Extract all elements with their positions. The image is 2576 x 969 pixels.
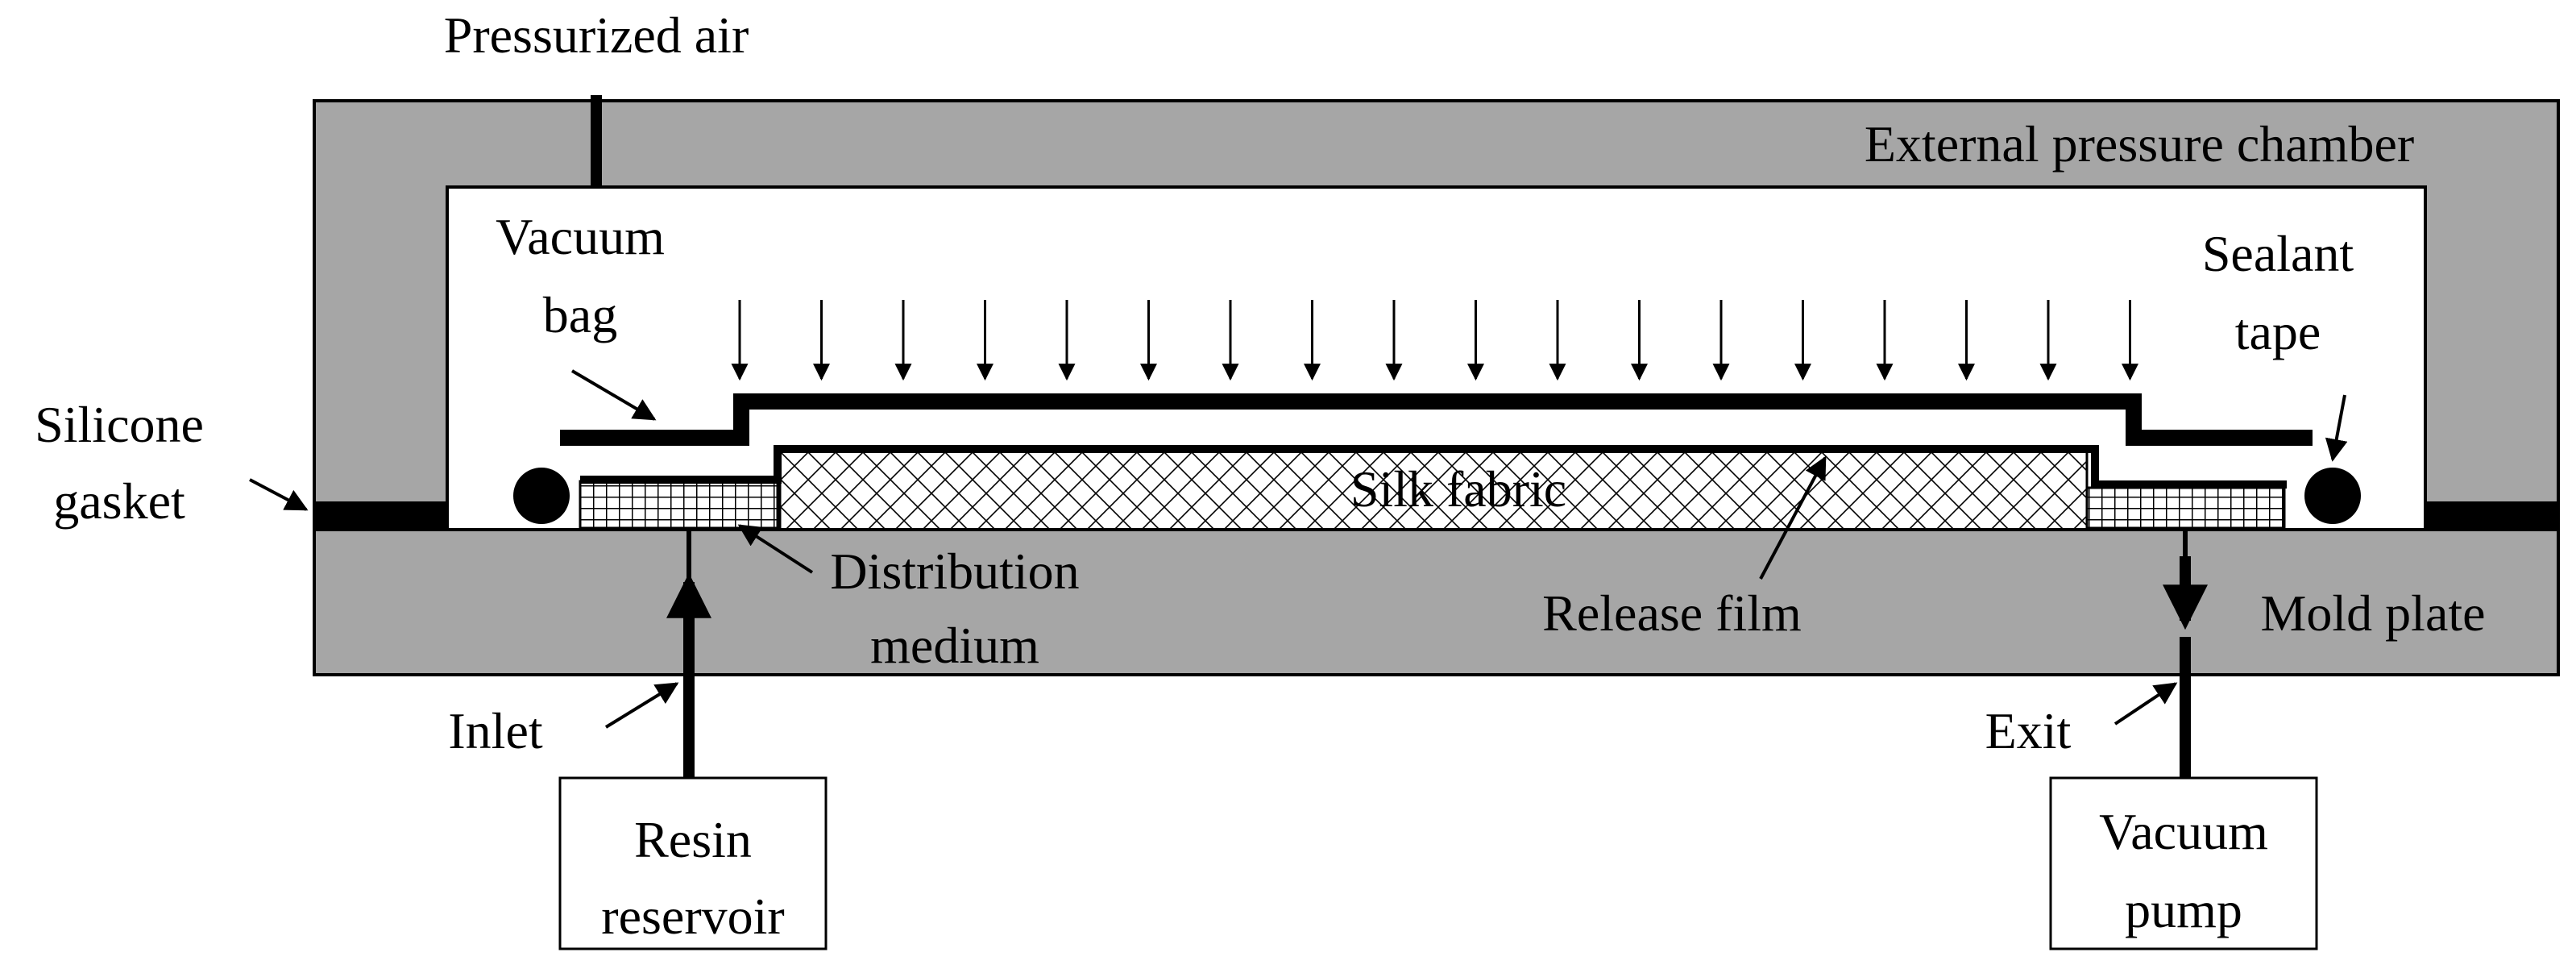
sealant-tape-right bbox=[2304, 468, 2361, 524]
label-inlet: Inlet bbox=[448, 702, 543, 759]
label-resin-reservoir-line1: Resin bbox=[634, 811, 752, 868]
label-distribution-medium-line2: medium bbox=[870, 617, 1039, 674]
label-silk-fabric: Silk fabric bbox=[1350, 460, 1566, 518]
distribution-medium-leader bbox=[737, 524, 814, 574]
label-vacuum-pump-line2: pump bbox=[2125, 881, 2242, 938]
release-film-leader bbox=[1759, 455, 1827, 580]
label-resin-reservoir-line2: reservoir bbox=[601, 888, 784, 945]
label-sealant-tape-line2: tape bbox=[2235, 303, 2321, 360]
distribution-medium-left bbox=[579, 480, 779, 530]
silicone-gasket-leader bbox=[249, 478, 309, 511]
label-mold-plate: Mold plate bbox=[2260, 584, 2485, 642]
silicone-gasket-left bbox=[314, 501, 447, 530]
exit-leader bbox=[2113, 682, 2178, 726]
sealant-tape-left bbox=[513, 468, 570, 524]
sealant-tape-leader bbox=[2325, 394, 2348, 462]
silicone-gasket-right bbox=[2425, 501, 2558, 530]
inlet-leader bbox=[604, 682, 679, 729]
mold-plate bbox=[313, 528, 2560, 676]
vacuum-pump-box bbox=[2049, 776, 2318, 950]
label-sealant-tape-line1: Sealant bbox=[2202, 225, 2354, 282]
vacuum-bag-leader bbox=[570, 369, 657, 421]
label-pressurized-air: Pressurized air bbox=[444, 6, 749, 64]
label-external-pressure-chamber: External pressure chamber bbox=[1865, 115, 2414, 173]
vacuum-bag bbox=[560, 393, 2313, 446]
label-release-film: Release film bbox=[1542, 584, 1802, 642]
label-silicone-gasket-line2: gasket bbox=[53, 472, 185, 530]
release-film bbox=[580, 445, 2287, 489]
resin-reservoir-box bbox=[558, 776, 828, 950]
distribution-medium-right bbox=[2085, 486, 2286, 530]
pressure-arrows bbox=[731, 300, 2138, 381]
label-vacuum-pump-line1: Vacuum bbox=[2099, 803, 2268, 860]
label-exit: Exit bbox=[1985, 702, 2072, 759]
label-vacuum-bag-line2: bag bbox=[543, 286, 617, 343]
label-silicone-gasket-line1: Silicone bbox=[35, 396, 204, 453]
label-vacuum-bag-line1: Vacuum bbox=[496, 208, 665, 265]
label-distribution-medium-line1: Distribution bbox=[830, 543, 1079, 600]
